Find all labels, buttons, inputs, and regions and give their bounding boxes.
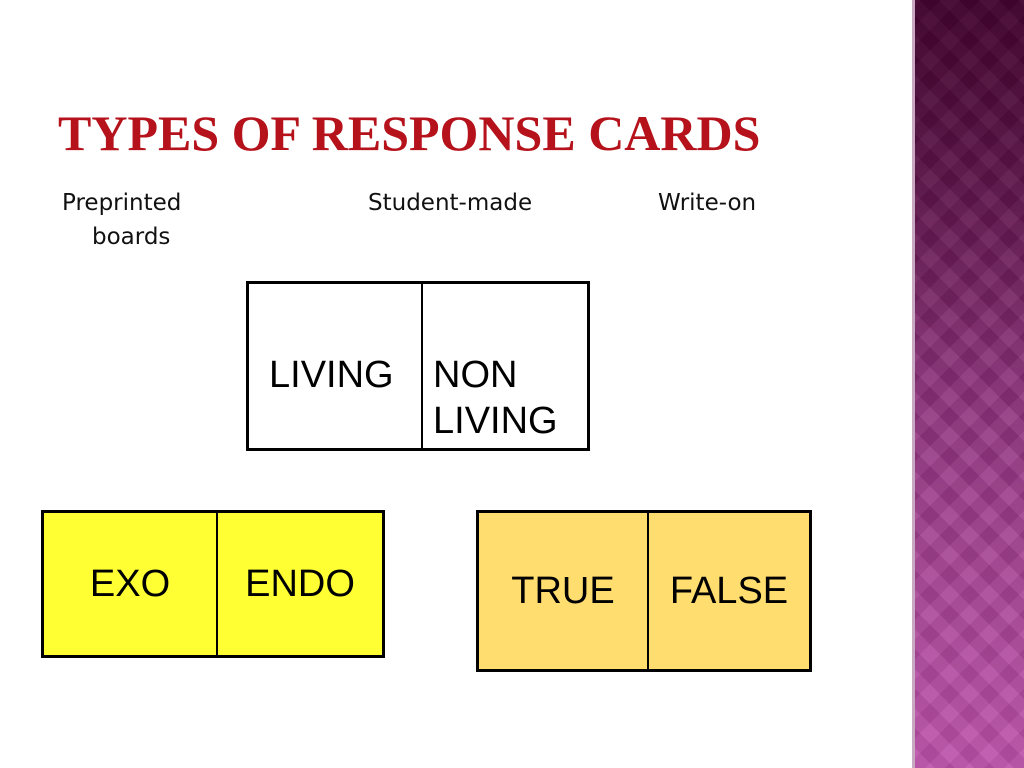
exo-card-right: ENDO bbox=[216, 513, 382, 655]
living-card-right: NON LIVING bbox=[421, 284, 587, 448]
exo-card-left: EXO bbox=[89, 562, 171, 605]
category-student-made: Student-made bbox=[368, 190, 533, 216]
category-write-on: Write-on bbox=[658, 190, 757, 216]
exo-endo-response-card: EXO ENDO bbox=[41, 510, 385, 658]
slide-title: TYPES OF RESPONSE CARDS bbox=[58, 105, 761, 161]
category-preprinted-line1: Preprinted bbox=[62, 190, 182, 216]
true-card-right: FALSE bbox=[647, 513, 809, 669]
decorative-side-band bbox=[912, 0, 1024, 768]
true-false-response-card: TRUE FALSE bbox=[476, 510, 812, 672]
living-response-card: LIVING NON LIVING bbox=[246, 281, 590, 451]
category-preprinted-boards: Preprinted boards bbox=[62, 186, 222, 254]
living-card-left: LIVING bbox=[269, 354, 394, 396]
true-card-left: TRUE bbox=[511, 569, 615, 612]
category-preprinted-line2: boards bbox=[92, 224, 171, 250]
